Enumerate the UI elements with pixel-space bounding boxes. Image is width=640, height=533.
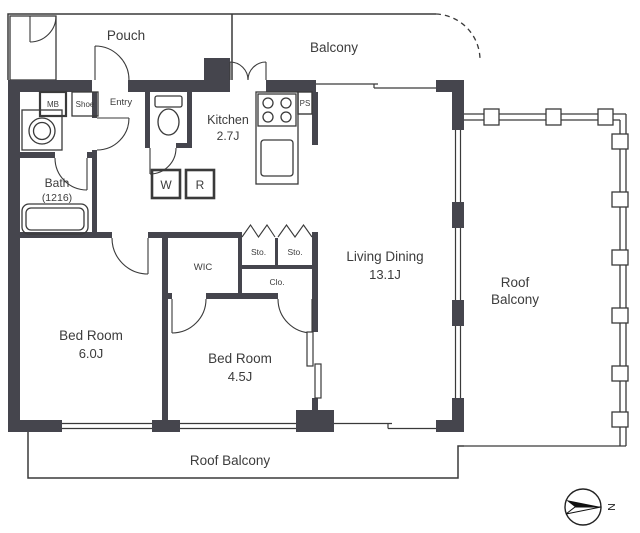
bath-label: Bath — [45, 176, 70, 190]
compass-needle-dark — [566, 500, 601, 507]
shoe-cabinet — [71, 91, 99, 117]
ps-shaft — [297, 91, 313, 115]
toilet-icon — [154, 95, 183, 136]
living-dining-size-label: 13.1J — [369, 267, 401, 282]
toilet-door — [149, 147, 177, 175]
railing-posts — [483, 108, 629, 428]
roof-balcony-bottom-label: Roof Balcony — [190, 453, 271, 468]
living-dining-label: Living Dining — [346, 249, 423, 264]
kitchen-balcony-double-door — [229, 61, 267, 81]
ps-label: PS — [300, 99, 311, 108]
washroom-door — [96, 117, 130, 151]
balcony-outline — [231, 13, 481, 80]
doors — [54, 45, 313, 334]
roof-balcony-right-railing — [464, 108, 629, 447]
bedroom1-window — [62, 422, 152, 430]
wic-label: WIC — [194, 262, 213, 273]
bath-door — [54, 157, 88, 191]
fridge-label: R — [196, 178, 205, 192]
roof-balcony-right-label-line2: Balcony — [491, 292, 539, 307]
sink-icon — [260, 139, 294, 177]
living-east-window-3 — [454, 326, 462, 398]
fridge-box — [184, 168, 216, 200]
porch-gate-door — [29, 15, 57, 43]
washer-box — [150, 168, 182, 200]
roof-balcony-bottom-outline — [27, 432, 464, 479]
storage2-label: Sto. — [287, 247, 302, 257]
washer-label: W — [160, 178, 172, 192]
bath-size-label: (1216) — [42, 192, 72, 204]
compass-north-label: N — [605, 503, 617, 511]
compass-needle-light — [565, 506, 602, 515]
windows — [62, 83, 462, 430]
compass-icon: N — [564, 488, 617, 526]
bedroom1-door — [111, 237, 149, 275]
bedroom2-sliding-door — [306, 331, 322, 399]
bedroom2-label: Bed Room — [208, 351, 272, 366]
storage1-bifold-door — [241, 224, 276, 238]
bedroom2-window — [180, 422, 296, 430]
meter-box-label: MB — [47, 100, 59, 109]
meter-box — [38, 90, 68, 118]
walls — [8, 58, 464, 432]
living-east-window-2 — [454, 228, 462, 300]
kitchen-size-label: 2.7J — [217, 129, 240, 143]
fixtures — [21, 90, 313, 235]
room-balcony-label: Balcony — [310, 40, 358, 55]
wic-door — [171, 298, 207, 334]
shoe-cabinet-label: Shoe — [76, 100, 95, 109]
bedroom1-size-label: 6.0J — [79, 346, 104, 361]
bedroom1-label: Bed Room — [59, 328, 123, 343]
living-east-window-1 — [454, 130, 462, 202]
kitchen-counter — [255, 91, 299, 185]
washbasin-icon — [21, 109, 63, 151]
bathtub-icon — [21, 203, 89, 235]
closet-door — [277, 298, 313, 334]
living-balcony-slider-window — [316, 83, 436, 89]
closet-label: Clo. — [269, 277, 284, 287]
kitchen-label: Kitchen — [207, 113, 249, 127]
bedroom2-size-label: 4.5J — [228, 369, 253, 384]
storage1-label: Sto. — [251, 247, 266, 257]
entry-label: Entry — [110, 97, 132, 108]
stove-icon — [257, 93, 297, 127]
labels: Pouch Balcony MB Shoe Entry Kitchen 2.7J… — [42, 28, 539, 468]
storage-doors — [241, 224, 322, 399]
room-pouch-label: Pouch — [107, 28, 145, 43]
entry-door — [94, 45, 130, 81]
roof-balcony-right-label-line1: Roof — [501, 275, 530, 290]
living-south-window — [334, 422, 436, 430]
storage2-bifold-door — [277, 224, 313, 238]
